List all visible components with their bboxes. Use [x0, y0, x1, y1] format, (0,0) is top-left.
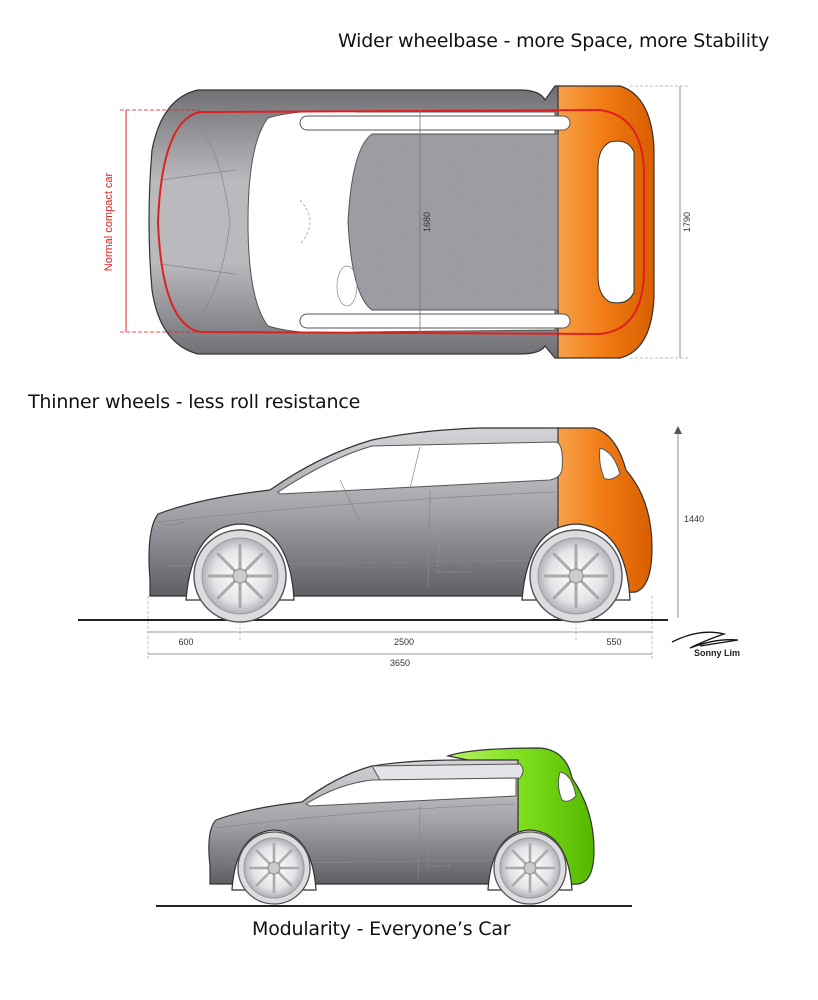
top-view: Normal compact car 1680 1790 — [103, 85, 692, 359]
inner-width-dimension: 1680 — [419, 108, 432, 336]
height-dimension: 1440 — [674, 426, 704, 618]
height-value: 1440 — [684, 514, 704, 524]
modular-windows — [304, 777, 517, 807]
top-rail-upper — [299, 115, 571, 131]
front-overhang-value: 600 — [178, 637, 193, 647]
length-dimensions: 600 2500 550 3650 — [147, 596, 653, 668]
side-rear-wheel — [529, 529, 623, 623]
overall-width-dimension: 1790 — [630, 85, 692, 359]
modular-rear-wheel — [493, 831, 567, 905]
total-length-value: 3650 — [390, 658, 410, 668]
wheelbase-value: 2500 — [394, 637, 414, 647]
top-seats — [299, 149, 541, 295]
compact-car-label: Normal compact car — [103, 172, 115, 271]
side-windows — [277, 441, 563, 495]
inner-width-value: 1680 — [422, 212, 432, 232]
signature-mark — [671, 631, 739, 649]
modular-view — [156, 747, 632, 907]
side-view: 1440 600 2500 550 3650 — [78, 426, 739, 668]
top-roof-area — [347, 133, 559, 311]
modular-view-heading: Modularity - Everyone’s Car — [252, 918, 511, 940]
top-view-heading: Wider wheelbase - more Space, more Stabi… — [338, 30, 770, 52]
side-rear-window — [599, 447, 621, 480]
modular-roof-rail — [371, 763, 524, 781]
modular-rear-window — [557, 771, 577, 802]
overall-width-value: 1790 — [682, 212, 692, 232]
modular-front-wheel — [237, 831, 311, 905]
top-rear-window — [597, 140, 635, 304]
compact-car-dimension: Normal compact car — [103, 109, 200, 333]
rear-overhang-value: 550 — [606, 637, 621, 647]
side-front-wheel — [193, 529, 287, 623]
signature-name: Sonny Lim — [694, 648, 741, 658]
side-view-heading: Thinner wheels - less roll resistance — [28, 391, 361, 413]
top-rail-lower — [299, 313, 571, 329]
